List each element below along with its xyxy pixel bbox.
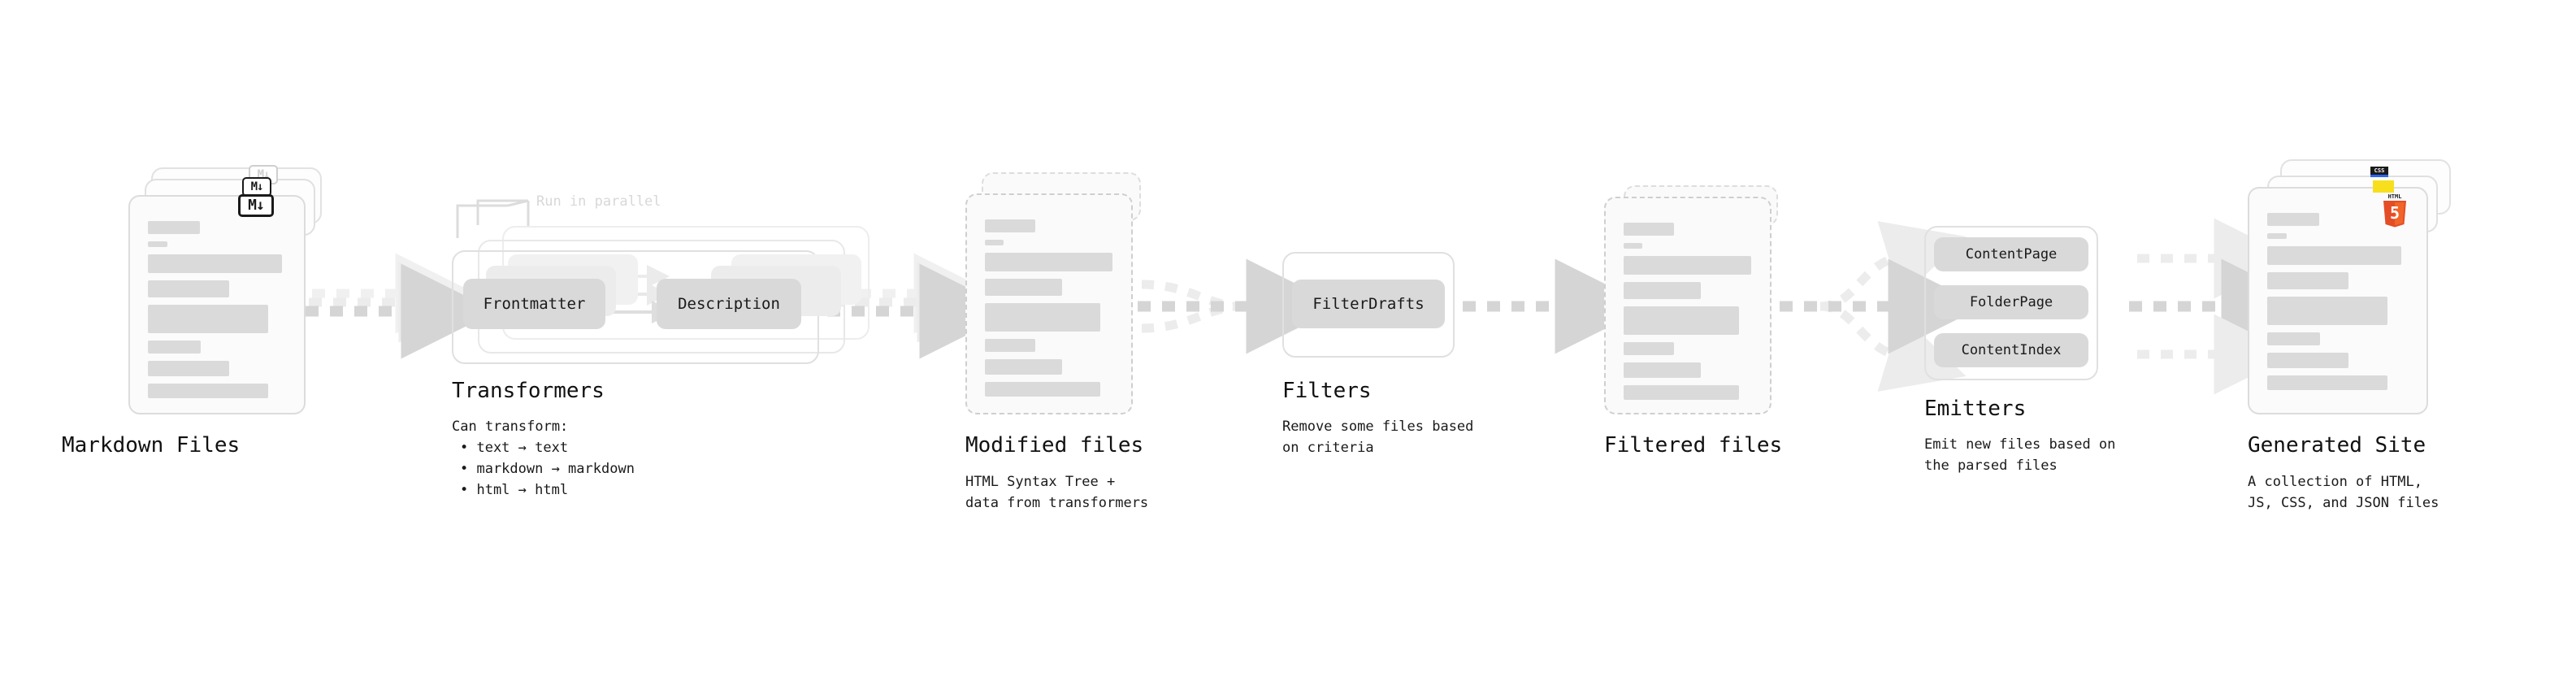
svg-text:5: 5 bbox=[2390, 203, 2400, 223]
transformers-caption-line-1: • text → text bbox=[460, 440, 569, 456]
markdown-card-front bbox=[128, 195, 306, 414]
modified-files-caption-line-0: HTML Syntax Tree + bbox=[965, 474, 1116, 490]
filters-caption-line-1: on criteria bbox=[1282, 440, 1374, 456]
stage-heading-transformers: Transformers bbox=[452, 379, 605, 403]
emitters-caption-line-1: the parsed files bbox=[1924, 458, 2058, 474]
emitters-box bbox=[1924, 226, 2098, 380]
emitter-chip-contentpage[interactable]: ContentPage bbox=[1934, 237, 2088, 271]
transformer-chip-description[interactable]: Description bbox=[657, 279, 801, 329]
emitter-chip-folderpage[interactable]: FolderPage bbox=[1934, 285, 2088, 319]
filters-box bbox=[1282, 252, 1455, 358]
emitters-caption-line-0: Emit new files based on bbox=[1924, 436, 2116, 453]
markdown-placeholder-bars bbox=[148, 221, 289, 406]
site-placeholder-bars bbox=[2267, 213, 2412, 397]
stage-heading-filters: Filters bbox=[1282, 379, 1372, 403]
transformers-caption-line-2: • markdown → markdown bbox=[460, 461, 635, 477]
stage-heading-markdown-files: Markdown Files bbox=[62, 433, 241, 458]
generated-site-caption-line-1: JS, CSS, and JSON files bbox=[2248, 495, 2439, 511]
html5-icon: HTML 5 bbox=[2383, 193, 2406, 228]
svg-text:HTML: HTML bbox=[2388, 193, 2402, 200]
stage-heading-filtered-files: Filtered files bbox=[1604, 433, 1783, 458]
stage-heading-emitters: Emitters bbox=[1924, 397, 2027, 421]
markdown-icon-front: M↓ bbox=[238, 194, 274, 217]
transformers-caption-line-0: Can transform: bbox=[452, 419, 569, 435]
generated-site-caption-line-0: A collection of HTML, bbox=[2248, 474, 2422, 490]
stage-heading-modified-files: Modified files bbox=[965, 433, 1144, 458]
transformer-chip-frontmatter[interactable]: Frontmatter bbox=[463, 279, 605, 329]
arrow-filtered-to-emitters bbox=[1780, 221, 1984, 392]
arrow-markdown-to-transformers bbox=[306, 253, 497, 359]
arrow-emitters-to-site bbox=[2129, 218, 2317, 395]
filter-chip-filterdrafts[interactable]: FilterDrafts bbox=[1292, 280, 1445, 328]
css3-icon: CSS bbox=[2370, 167, 2388, 177]
modified-placeholder-bars bbox=[985, 219, 1117, 404]
filtered-card-front bbox=[1604, 197, 1772, 414]
modified-files-caption-line-1: data from transformers bbox=[965, 495, 1149, 511]
run-in-parallel-label: Run in parallel bbox=[536, 193, 661, 210]
modified-card-front bbox=[965, 193, 1133, 414]
emitter-chip-contentindex[interactable]: ContentIndex bbox=[1934, 333, 2088, 367]
filters-caption-line-0: Remove some files based bbox=[1282, 419, 1474, 435]
arrow-modified-to-filters bbox=[1138, 258, 1342, 354]
filtered-placeholder-bars bbox=[1624, 223, 1755, 407]
stage-heading-generated-site: Generated Site bbox=[2248, 433, 2426, 458]
transformers-caption-line-3: • html → html bbox=[460, 482, 569, 498]
javascript-icon bbox=[2373, 180, 2394, 193]
